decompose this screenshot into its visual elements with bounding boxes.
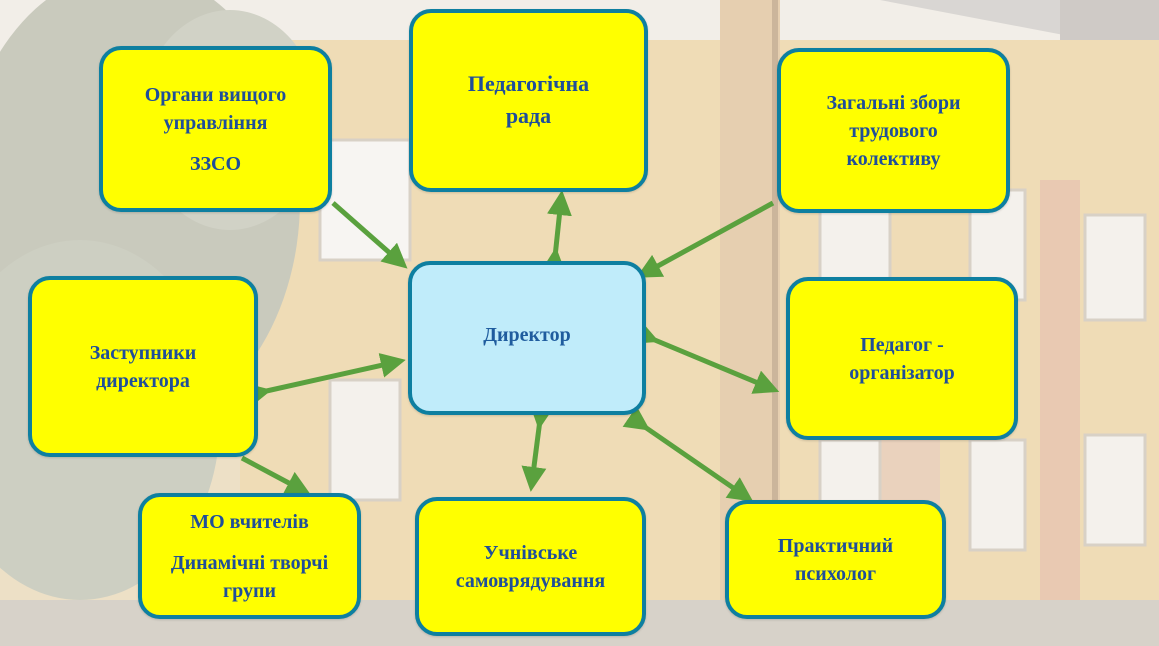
node-mo-teachers-line1: МО вчителів xyxy=(190,510,309,533)
node-organizer: Педагог - організатор xyxy=(786,277,1018,440)
node-mo-teachers-line2: Динамічні творчі xyxy=(170,551,329,574)
node-general-meeting-line3: колективу xyxy=(846,147,941,170)
node-student-gov-line2: самоврядування xyxy=(455,569,606,592)
node-organizer-line2: організатор xyxy=(849,361,955,384)
node-governance-line3: ЗЗСО xyxy=(189,152,242,175)
node-student-gov: Учнівське самоврядування xyxy=(415,497,646,636)
node-director: Директор xyxy=(408,261,646,415)
node-general-meeting-line1: Загальні збори xyxy=(826,91,961,114)
node-psychologist: Практичний психолог xyxy=(725,500,946,619)
node-ped-council: Педагогічна рада xyxy=(409,9,648,192)
node-general-meeting: Загальні збори трудового колективу xyxy=(777,48,1010,213)
node-psychologist-line2: психолог xyxy=(794,562,877,585)
node-mo-teachers: МО вчителів Динамічні творчі групи xyxy=(138,493,361,619)
node-governance-line1: Органи вищого xyxy=(144,83,287,106)
node-organizer-line1: Педагог - xyxy=(860,333,944,356)
node-ped-council-line2: рада xyxy=(505,103,552,128)
node-deputies: Заступники директора xyxy=(28,276,258,457)
node-general-meeting-line2: трудового xyxy=(849,119,938,142)
node-deputies-line1: Заступники xyxy=(89,341,197,364)
node-director-label: Директор xyxy=(483,324,571,346)
node-psychologist-line1: Практичний xyxy=(777,534,894,557)
node-ped-council-line1: Педагогічна xyxy=(467,71,590,96)
node-student-gov-line1: Учнівське xyxy=(483,541,578,564)
node-governance-line2: управління xyxy=(163,111,268,134)
node-deputies-line2: директора xyxy=(96,369,190,392)
node-mo-teachers-line3: групи xyxy=(223,579,276,602)
node-governance: Органи вищого управління ЗЗСО xyxy=(99,46,332,212)
